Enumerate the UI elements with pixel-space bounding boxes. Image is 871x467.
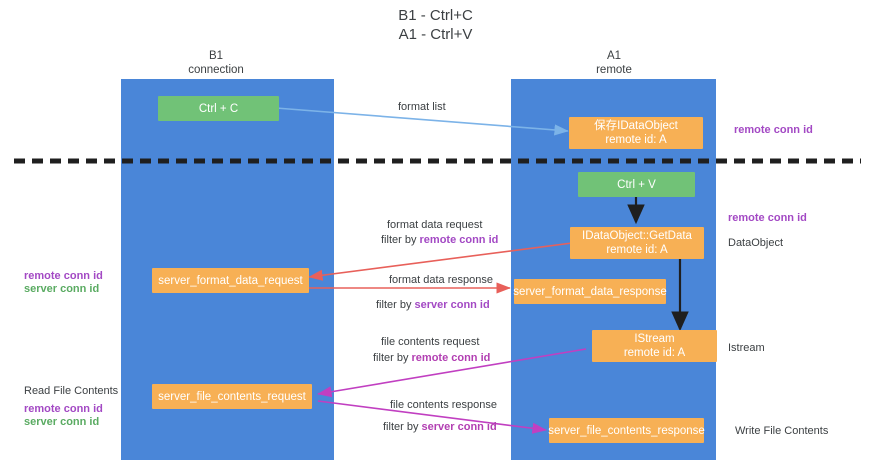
node-server-format-data-response-label: server_format_data_response: [513, 285, 667, 298]
edge-label-format-list: format list: [398, 101, 446, 113]
edge-label-format-data-response-filter: filter by server conn id: [376, 299, 490, 311]
edge-label-file-contents-request: file contents request: [381, 336, 480, 348]
column-header-b1-name: B1: [208, 50, 224, 62]
column-header-a1: A1 remote: [524, 49, 704, 77]
annotation-left-remote-conn-id-bot: remote conn id: [24, 403, 103, 415]
page-title-line-1: B1 - Ctrl+C: [398, 7, 473, 24]
node-ctrl-c-label: Ctrl + C: [198, 102, 239, 115]
filter-target: server conn id: [414, 299, 490, 311]
edge-label-format-data-request-filter: filter by remote conn id: [381, 234, 498, 246]
node-server-file-contents-response-label: server_file_contents_response: [548, 424, 705, 437]
annotation-dataobject: DataObject: [728, 237, 784, 249]
node-save-idataobject-line-1: 保存IDataObject: [594, 120, 678, 132]
annotation-left-server-conn-id-mid: server conn id: [24, 283, 100, 295]
node-idataobject-getdata[interactable]: IDataObject::GetData remote id: A: [570, 227, 704, 259]
annotation-remote-conn-id-top: remote conn id: [734, 124, 813, 136]
node-server-format-data-request[interactable]: server_format_data_request: [152, 268, 309, 293]
filter-prefix: filter by: [381, 234, 420, 246]
filter-target: server conn id: [421, 421, 497, 433]
column-header-b1-sub: connection: [188, 64, 244, 76]
annotation-left-remote-conn-id-mid: remote conn id: [24, 270, 103, 282]
edge-label-file-contents-request-filter: filter by remote conn id: [373, 352, 490, 364]
node-istream[interactable]: IStream remote id: A: [592, 330, 717, 362]
edge-label-format-data-response: format data response: [389, 274, 493, 286]
page-title-line-2: A1 - Ctrl+V: [398, 26, 473, 43]
node-idataobject-getdata-line-2: remote id: A: [606, 244, 668, 256]
node-server-file-contents-request-label: server_file_contents_request: [158, 390, 306, 403]
filter-prefix: filter by: [383, 421, 422, 433]
node-ctrl-v[interactable]: Ctrl + V: [578, 172, 695, 197]
annotation-write-file-contents: Write File Contents: [735, 425, 829, 437]
edge-label-file-contents-response: file contents response: [390, 399, 498, 411]
edge-label-format-data-request: format data request: [387, 219, 483, 231]
node-istream-line-1: IStream: [634, 333, 675, 345]
node-save-idataobject-line-2: remote id: A: [605, 134, 667, 146]
node-server-file-contents-request[interactable]: server_file_contents_request: [152, 384, 312, 409]
node-server-format-data-request-label: server_format_data_request: [158, 274, 303, 287]
filter-target: remote conn id: [419, 234, 499, 246]
node-server-format-data-response[interactable]: server_format_data_response: [513, 279, 667, 304]
column-header-a1-name: A1: [606, 50, 622, 62]
column-header-b1: B1 connection: [126, 49, 306, 77]
node-server-file-contents-response[interactable]: server_file_contents_response: [548, 418, 705, 443]
node-save-idataobject[interactable]: 保存IDataObject remote id: A: [569, 117, 703, 149]
filter-prefix: filter by: [376, 299, 415, 311]
page-title: B1 - Ctrl+C A1 - Ctrl+V: [0, 6, 871, 44]
node-ctrl-c[interactable]: Ctrl + C: [158, 96, 279, 121]
node-ctrl-v-label: Ctrl + V: [617, 178, 656, 191]
node-idataobject-getdata-line-1: IDataObject::GetData: [582, 230, 692, 242]
filter-target: remote conn id: [411, 352, 491, 364]
edge-label-file-contents-response-filter: filter by server conn id: [383, 421, 497, 433]
filter-prefix: filter by: [373, 352, 412, 364]
annotation-read-file-contents: Read File Contents: [24, 385, 119, 397]
annotation-istream: Istream: [728, 342, 765, 354]
annotation-remote-conn-id-mid: remote conn id: [728, 212, 807, 224]
annotation-left-server-conn-id-bot: server conn id: [24, 416, 100, 428]
column-header-a1-sub: remote: [596, 64, 632, 76]
node-istream-line-2: remote id: A: [623, 347, 686, 359]
